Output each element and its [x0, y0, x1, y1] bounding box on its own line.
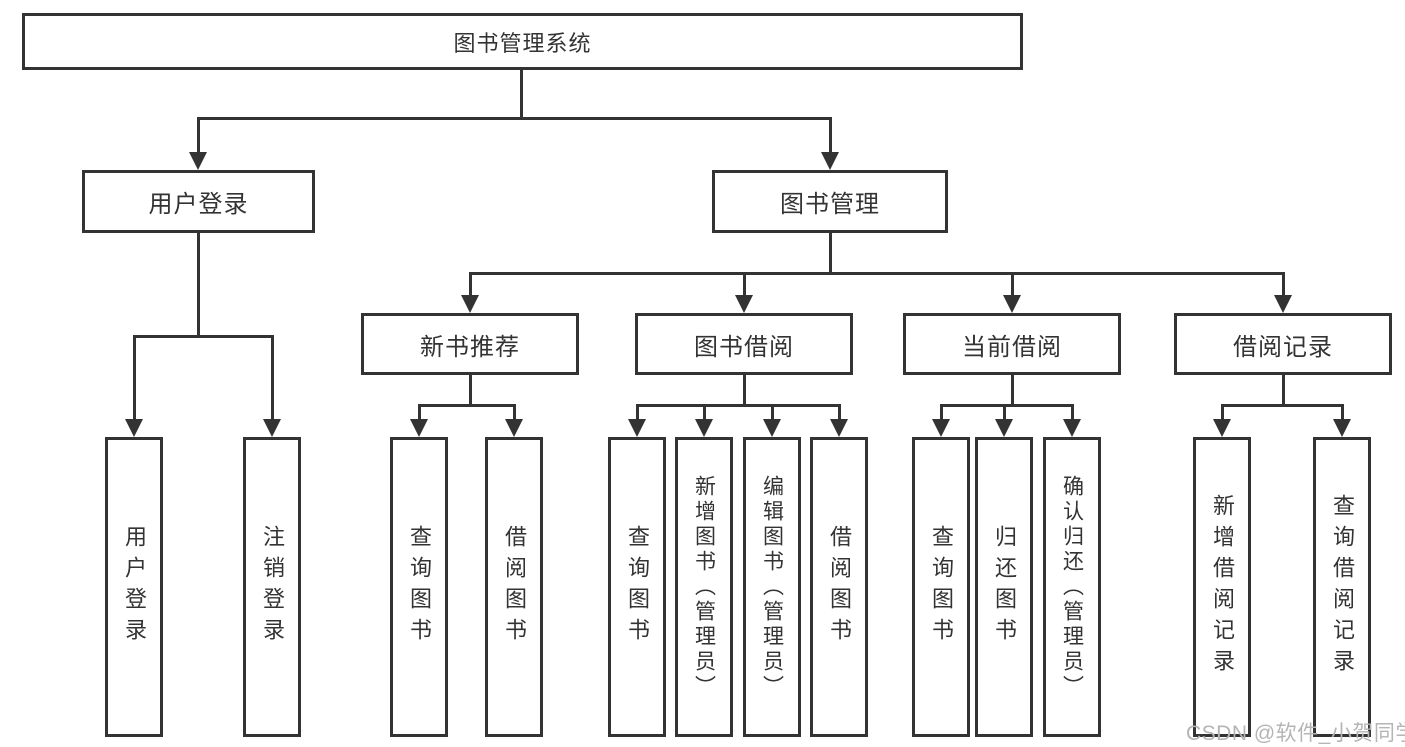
connector-root-bus	[197, 117, 832, 120]
connector-drop-book-management	[829, 117, 832, 153]
node-label: 图书管理	[780, 191, 880, 218]
connector-bus	[940, 404, 1073, 407]
node-label: 查询图书	[407, 525, 432, 649]
connector-login-bus	[133, 335, 274, 338]
arrow-down-icon	[1213, 419, 1231, 437]
node-label: 用户登录	[148, 191, 249, 218]
leaf-borrow-books: 借阅图书	[810, 437, 868, 737]
connector-mgmt-bus	[469, 272, 1285, 275]
node-label: 借阅记录	[1233, 333, 1333, 361]
arrow-down-icon	[505, 419, 523, 437]
connector-drop-user-login	[197, 117, 200, 153]
arrow-down-icon	[735, 295, 753, 313]
connector-bus	[418, 404, 516, 407]
node-label: 当前借阅	[962, 333, 1062, 361]
node-label: 新书推荐	[420, 333, 520, 361]
leaf-query-books: 查询图书	[608, 437, 666, 737]
leaf-borrow-books: 借阅图书	[485, 437, 543, 737]
arrow-down-icon	[628, 419, 646, 437]
arrow-down-icon	[932, 419, 950, 437]
arrow-down-icon	[410, 419, 428, 437]
connector-stem	[743, 375, 746, 406]
leaf-return-books: 归还图书	[975, 437, 1033, 737]
arrow-down-icon	[995, 419, 1013, 437]
node-new-book-recommendation: 新书推荐	[361, 313, 579, 375]
connector-drop-l3	[469, 272, 472, 296]
leaf-confirm-return-admin: 确认归还（管理员）	[1043, 437, 1101, 737]
connector-mgmt-stem	[829, 233, 832, 274]
node-label: 新增图书（管理员）	[692, 474, 716, 700]
node-label: 借阅图书	[502, 525, 527, 649]
arrow-down-icon	[1333, 419, 1351, 437]
connector-drop-l3	[743, 272, 746, 296]
node-book-borrowing: 图书借阅	[635, 313, 853, 375]
connector-drop-leaf	[1221, 404, 1224, 420]
node-label: 借阅图书	[827, 525, 852, 649]
arrow-down-icon	[461, 295, 479, 313]
arrow-down-icon	[1003, 295, 1021, 313]
connector-root-stem	[520, 70, 523, 118]
arrow-down-icon	[763, 419, 781, 437]
arrow-down-icon	[1274, 295, 1292, 313]
node-library-management-system: 图书管理系统	[22, 13, 1023, 70]
leaf-query-books: 查询图书	[390, 437, 448, 737]
node-label: 查询借阅记录	[1330, 494, 1355, 680]
connector-drop-leaf	[940, 404, 943, 420]
arrow-down-icon	[263, 419, 281, 437]
connector-drop-leaf	[133, 335, 136, 420]
arrow-down-icon	[821, 152, 839, 170]
node-label: 归还图书	[992, 525, 1017, 649]
connector-stem	[1011, 375, 1014, 406]
connector-drop-leaf	[771, 404, 774, 420]
connector-drop-leaf	[703, 404, 706, 420]
node-label: 确认归还（管理员）	[1060, 474, 1084, 700]
node-label: 新增借阅记录	[1210, 494, 1235, 680]
connector-drop-l3	[1282, 272, 1285, 296]
connector-stem	[469, 375, 472, 406]
connector-bus	[1221, 404, 1343, 407]
node-label: 图书借阅	[694, 333, 794, 361]
leaf-add-books-admin: 新增图书（管理员）	[675, 437, 733, 737]
connector-drop-leaf	[418, 404, 421, 420]
node-label: 用户登录	[122, 525, 147, 649]
node-label: 图书管理系统	[453, 30, 592, 56]
leaf-logout: 注销登录	[243, 437, 301, 737]
node-label: 查询图书	[625, 525, 650, 649]
leaf-edit-books-admin: 编辑图书（管理员）	[743, 437, 801, 737]
leaf-add-borrow-record: 新增借阅记录	[1193, 437, 1251, 737]
arrow-down-icon	[695, 419, 713, 437]
arrow-down-icon	[830, 419, 848, 437]
connector-drop-leaf	[838, 404, 841, 420]
connector-drop-leaf	[513, 404, 516, 420]
arrow-down-icon	[125, 419, 143, 437]
node-label: 编辑图书（管理员）	[760, 474, 784, 700]
connector-stem	[1282, 375, 1285, 406]
leaf-query-borrow-record: 查询借阅记录	[1313, 437, 1371, 737]
connector-drop-leaf	[1071, 404, 1074, 420]
connector-login-stem	[197, 233, 200, 337]
leaf-query-books: 查询图书	[912, 437, 970, 737]
node-borrowing-records: 借阅记录	[1174, 313, 1392, 375]
connector-drop-leaf	[636, 404, 639, 420]
node-user-login: 用户登录	[82, 170, 315, 233]
node-book-management: 图书管理	[712, 170, 948, 233]
csdn-watermark: CSDN @软件_小贺同学	[1186, 722, 1405, 745]
connector-drop-leaf	[271, 335, 274, 420]
leaf-user-login: 用户登录	[105, 437, 163, 737]
arrow-down-icon	[189, 152, 207, 170]
connector-drop-l3	[1011, 272, 1014, 296]
node-current-borrowing: 当前借阅	[903, 313, 1121, 375]
connector-drop-leaf	[1003, 404, 1006, 420]
node-label: 查询图书	[929, 525, 954, 649]
arrow-down-icon	[1063, 419, 1081, 437]
connector-drop-leaf	[1341, 404, 1344, 420]
node-label: 注销登录	[260, 525, 285, 649]
connector-bus	[636, 404, 840, 407]
